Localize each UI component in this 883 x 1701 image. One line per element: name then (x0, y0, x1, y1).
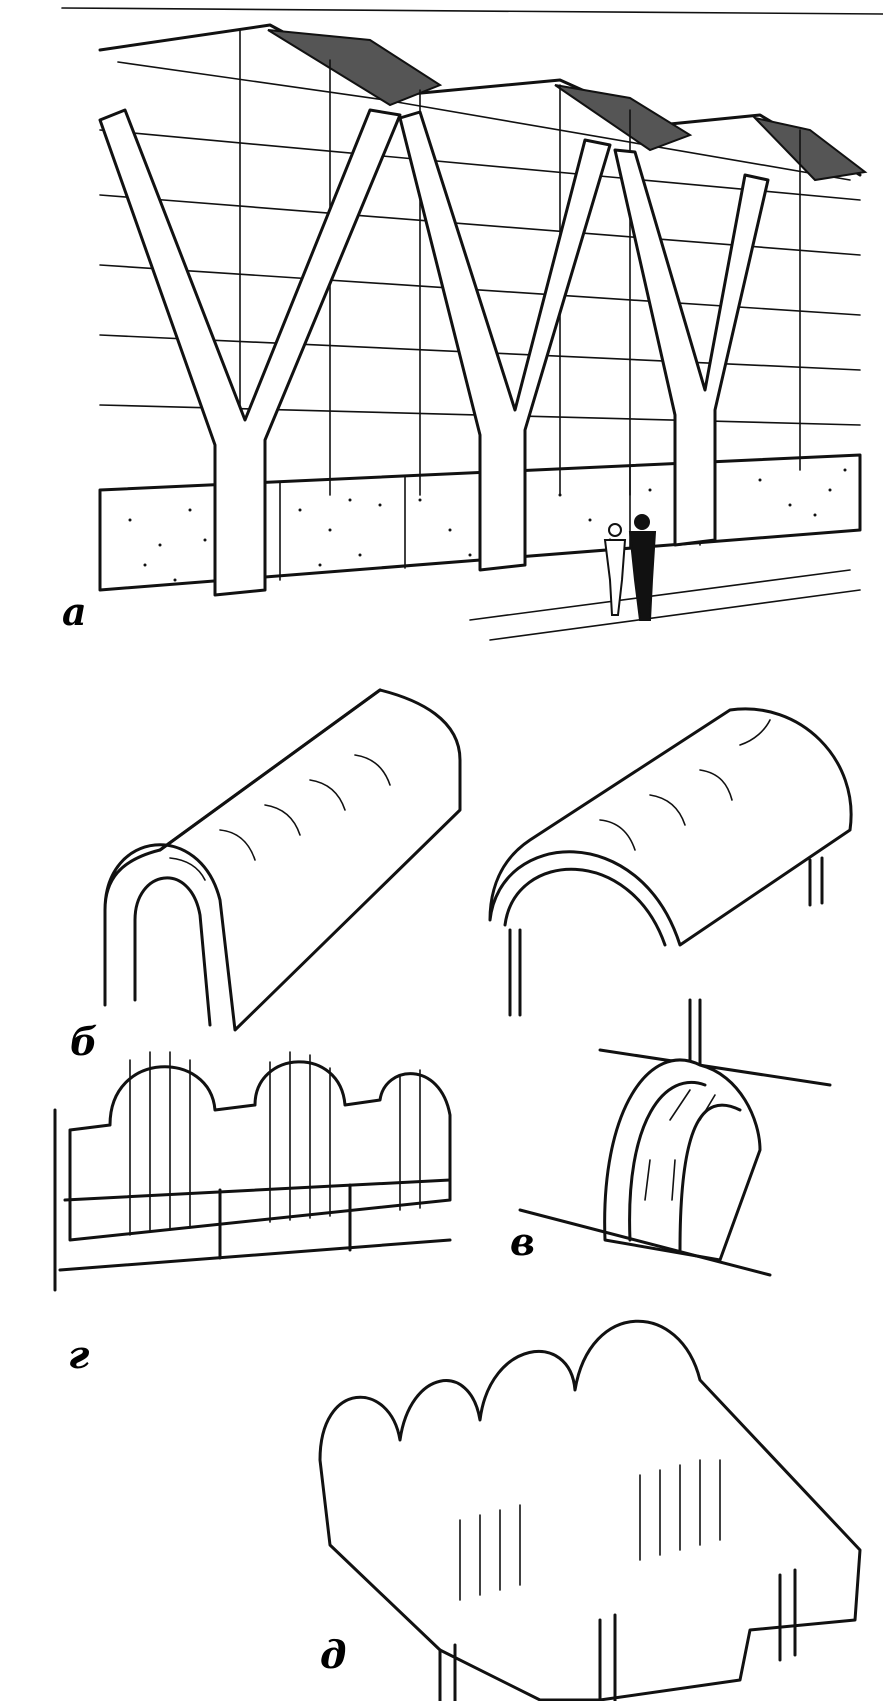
roof-hatched-panels (267, 29, 868, 182)
panel-label-a: а (62, 589, 87, 634)
canopy-columns (438, 1568, 797, 1701)
rib-flow-arrows (644, 1089, 716, 1201)
open-barrel-vault (488, 707, 853, 1067)
roof-edge-line (98, 23, 862, 177)
panel-label-v: в (510, 1219, 535, 1264)
load-flow-arrows (169, 719, 771, 881)
panel-v-arch-rib: в (510, 1048, 832, 1277)
panel-d-vault-canopy: д (318, 1319, 862, 1701)
panel-g-arcade-facade: г (53, 1051, 452, 1377)
canopy-hatch (459, 1459, 721, 1601)
ground-lines (469, 569, 861, 641)
tension-line (598, 1048, 832, 1087)
roof-fascia-line (117, 61, 851, 181)
arcade-frame (53, 1108, 452, 1292)
top-rule (61, 7, 883, 15)
human-figures (603, 514, 657, 621)
panel-label-g: г (68, 1332, 89, 1377)
panel-b-barrel-vaults: б (70, 688, 853, 1067)
panel-label-b: б (70, 1019, 97, 1064)
panel-a-y-column-facade: а (62, 23, 868, 641)
y-columns (98, 108, 770, 597)
ground-line (518, 1208, 772, 1277)
arcade-vertical-hatch (129, 1051, 421, 1236)
panel-label-d: д (320, 1632, 346, 1677)
solid-barrel-vault (103, 688, 462, 1032)
